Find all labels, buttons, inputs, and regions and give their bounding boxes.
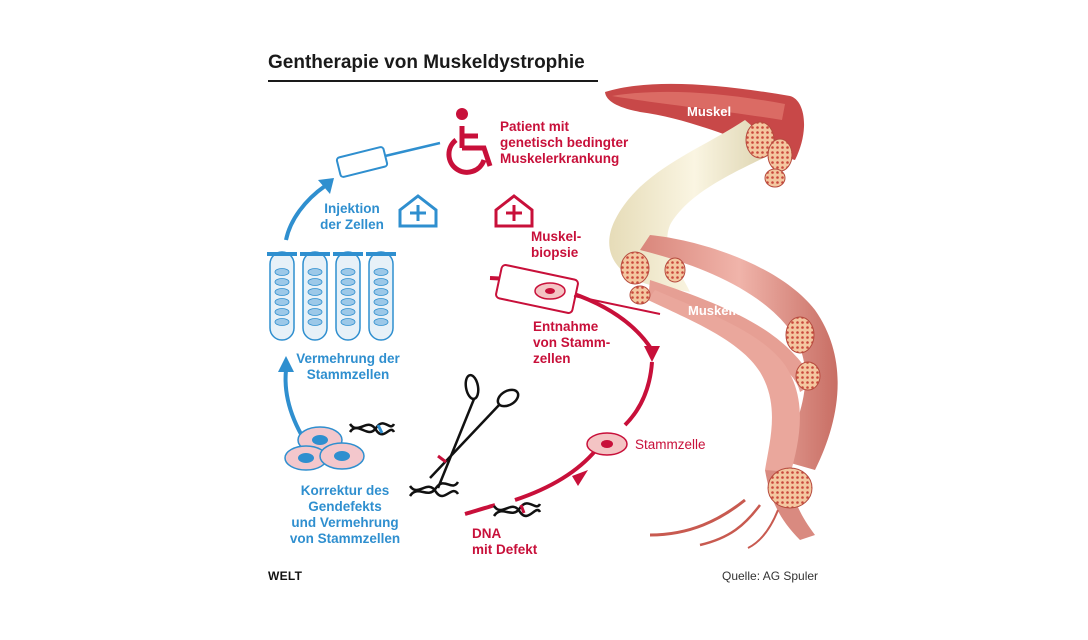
hospital-icon-blue	[398, 194, 438, 228]
scissors-icon	[429, 373, 520, 489]
test-tube-icon	[300, 251, 330, 341]
blue-arc-2	[284, 184, 327, 241]
label-multiplication: Vermehrung der Stammzellen	[296, 351, 400, 382]
label-injection: Injektion der Zellen	[320, 201, 384, 232]
hospital-icon-red	[494, 194, 534, 228]
test-tube-icon	[267, 251, 297, 341]
label-stemcell: Stammzelle	[635, 437, 706, 452]
test-tube-icon	[333, 251, 363, 341]
dna-icon	[408, 481, 460, 498]
label-extraction: Entnahme von Stamm- zellen	[533, 319, 611, 366]
page-title: Gentherapie von Muskeldystrophie	[268, 52, 585, 73]
stemcell-icon	[586, 432, 628, 456]
label-dna-defect: DNA mit Defekt	[472, 526, 538, 557]
brand-logo: WELT	[268, 569, 303, 583]
source-note: Quelle: AG Spuler	[722, 569, 819, 583]
test-tubes	[267, 251, 396, 341]
red-arc-2	[514, 448, 598, 502]
muscle-illustration	[605, 83, 838, 549]
label-muscle-fiber: Muskelfaser	[688, 303, 764, 318]
dna-icon	[492, 502, 542, 518]
label-muscle: Muskel	[687, 104, 732, 119]
title-underline	[268, 80, 598, 82]
cell-cluster-icon	[284, 426, 365, 471]
label-correction: Korrektur des Gendefekts und Vermehrung …	[289, 483, 401, 546]
test-tube-icon	[366, 251, 396, 341]
dna-icon	[348, 422, 396, 436]
label-biopsy: Muskel- biopsie	[531, 229, 582, 260]
label-patient: Patient mit genetisch bedingter Muskeler…	[500, 119, 629, 166]
biopsy-needle-icon	[495, 264, 661, 315]
syringe-icon	[335, 141, 441, 178]
wheelchair-icon	[446, 108, 493, 175]
